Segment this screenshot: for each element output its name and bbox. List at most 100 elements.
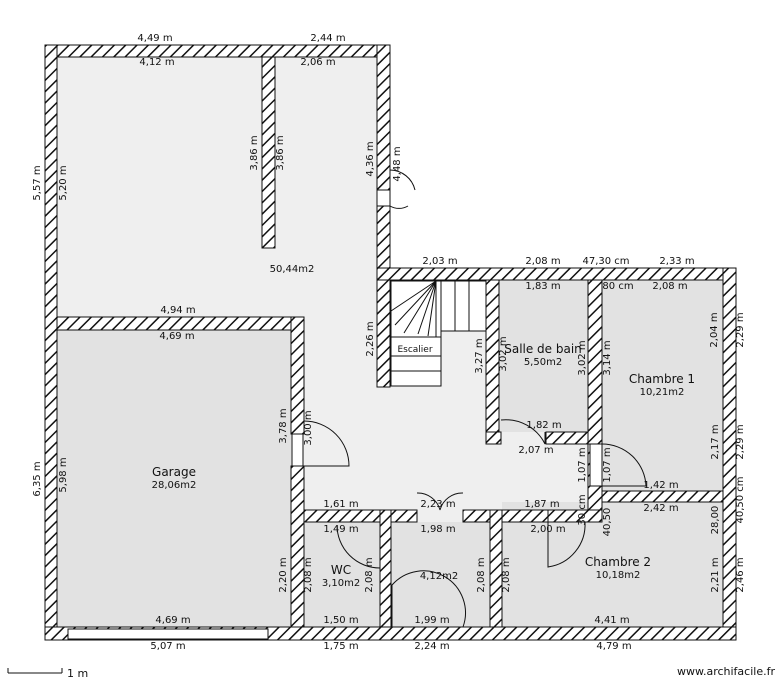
outer-wall-left [44,44,58,641]
dimension-label: 6,35 m [32,461,43,496]
dimension-label: 3,78 m [278,408,289,443]
dimension-label: 2,23 m [420,499,455,510]
doors [291,169,647,628]
dimension-label: 3,86 m [275,135,286,170]
dimension-label: 2,08 m [525,256,560,267]
dimension-label: 2,03 m [422,256,457,267]
dimension-label: 1,83 m [525,281,560,292]
dimension-label: 2,08 m [476,557,487,592]
partition-wall-top [261,56,276,249]
dimension-label: 1,87 m [524,499,559,510]
dimension-label: 2,20 m [278,557,289,592]
dimension-label: 30 cm [577,494,588,525]
room-name-bedroom1: Chambre 1 [629,372,695,386]
dimension-label: 5,98 m [58,457,69,492]
bedroom-divider [601,490,724,503]
dimension-label: 3,14 m [602,340,613,375]
dimension-label: 2,08 m [364,557,375,592]
stair-wall [376,279,391,388]
windows [67,189,391,640]
scale-bar [7,668,63,674]
dimension-label: 5,07 m [150,641,185,652]
dimension-label: 2,08 m [652,281,687,292]
dimension-label: 5,20 m [58,165,69,200]
dimension-label: 1,50 m [323,615,358,626]
dimension-label: 2,00 m [530,524,565,535]
dimension-label: 4,49 m [137,33,172,44]
dimension-label: 1,82 m [526,420,561,431]
dimension-label: 2,06 m [300,57,335,68]
room-area-living: 50,44m2 [270,264,315,275]
dimension-label: 2,08 m [303,557,314,592]
dimension-label: 40,50 cm [735,476,746,523]
bath-wall-bottom-a [485,431,502,445]
dimension-label: 1,99 m [414,615,449,626]
dimension-label: 3,02 m [498,336,509,371]
dimension-label: 4,79 m [596,641,631,652]
room-area-bath: 5,50m2 [524,357,562,368]
dimension-label: 1,49 m [323,524,358,535]
dimension-label: 2,44 m [310,33,345,44]
dimension-label: 3,27 m [474,338,485,373]
room-area-bedroom2: 10,18m2 [596,570,641,581]
dimension-label: 3,86 m [249,135,260,170]
dimension-label: 2,04 m [709,312,720,347]
dimension-label: 1,07 m [602,447,613,482]
garage-wall-top [56,316,305,331]
dimension-label: 2,08 m [501,557,512,592]
bath-wall-right [587,279,603,445]
dimension-label: 2,42 m [643,503,678,514]
dimension-label: 1,98 m [420,524,455,535]
wc-wall-right [379,509,392,628]
dimension-label: 2,33 m [659,256,694,267]
room-name-bedroom2: Chambre 2 [585,555,651,569]
dimension-label: 3,00 m [303,410,314,445]
room-area-room-middle: 4,12m2 [420,571,458,582]
room-name-garage: Garage [152,465,196,479]
room-floors [57,280,723,627]
dimension-label: 4,12 m [139,57,174,68]
dimension-label: 1,61 m [323,499,358,510]
dimension-label: 2,29 m [735,312,746,347]
room-name-wc: WC [331,563,351,577]
dimension-label: 2,26 m [365,321,376,356]
room-area-bedroom1: 10,21m2 [640,387,685,398]
dimension-label: 2,46 m [735,557,746,592]
room-area-garage: 28,06m2 [152,480,197,491]
dimension-label: 80 cm [602,281,633,292]
dimension-label: 2,17 m [710,424,721,459]
outer-wall-middle-top [376,267,737,281]
garage-door-opening [67,628,269,640]
room-area-wc: 3,10m2 [322,578,360,589]
room-name-bath: Salle de bain [504,342,582,356]
scale-label: 1 m [67,667,88,680]
watermark: www.archifacile.fr [677,665,775,678]
dimension-label: 1,42 m [643,480,678,491]
dimension-label: 4,36 m [365,141,376,176]
dimension-label: 4,41 m [594,615,629,626]
outer-wall-top-left [44,44,391,58]
wc-wall-top-a [303,509,418,523]
outer-wall-upper-right-a [376,44,391,191]
dimension-label: 3,02 m [577,340,588,375]
dimension-label: 4,48 m [392,146,403,181]
room-wall-mid [489,509,503,628]
staircase [390,280,487,387]
dimension-label: 1,07 m [577,447,588,482]
dimension-label: 4,94 m [160,305,195,316]
dimension-label: 1,75 m [323,641,358,652]
dimension-label: 40,50 [602,508,613,537]
dimension-label: 2,24 m [414,641,449,652]
dimension-label: 2,07 m [518,445,553,456]
garage-wall-right-b [290,465,305,628]
dimension-label: 4,69 m [155,615,190,626]
dimension-label: 47,30 cm [582,256,629,267]
dimension-label: 2,29 m [735,424,746,459]
dimension-label: 4,69 m [159,331,194,342]
dimension-label: 5,57 m [32,165,43,200]
dimension-label: 28,00 [710,506,721,535]
dimension-label: 2,21 m [710,557,721,592]
